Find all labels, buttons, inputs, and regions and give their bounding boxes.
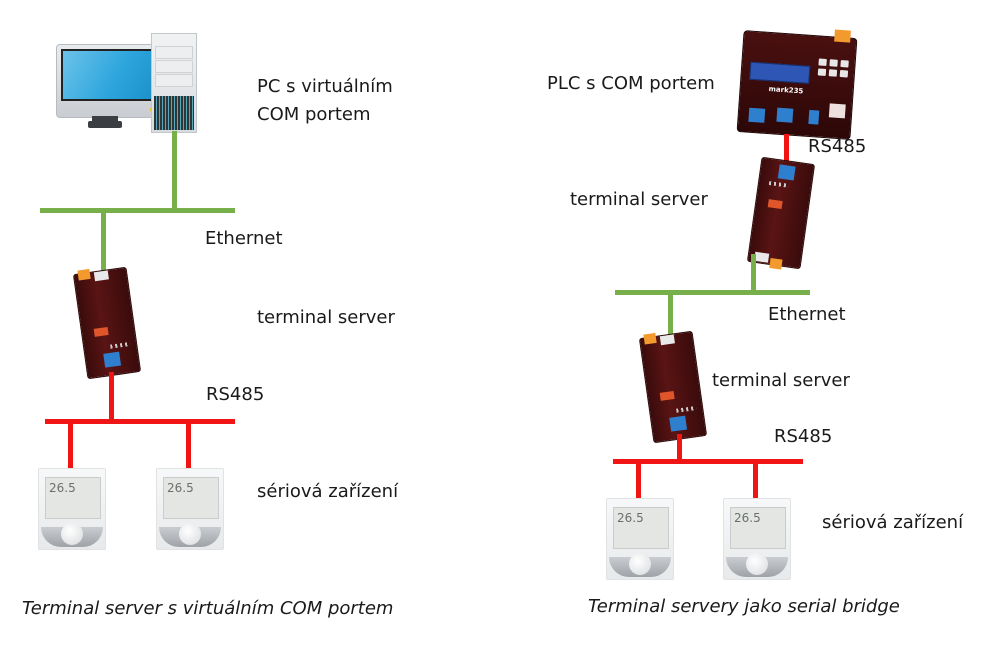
pc-monitor bbox=[56, 44, 164, 118]
thermostat-display: 26.5 bbox=[734, 511, 761, 525]
pc-screen bbox=[61, 49, 159, 101]
rs485-bus bbox=[45, 419, 235, 424]
serial-device-thermostat: 26.5 bbox=[38, 468, 106, 550]
rs485-top-label: RS485 bbox=[808, 136, 867, 157]
ethernet-link-bottom-terminal-server bbox=[668, 292, 673, 338]
serial-device-thermostat: 26.5 bbox=[723, 498, 791, 580]
thermostat-display: 26.5 bbox=[49, 481, 76, 495]
ethernet-bus-right bbox=[615, 290, 810, 295]
thermostat-knob bbox=[61, 523, 83, 545]
terminal-server-top-label: terminal server bbox=[570, 189, 708, 210]
rs485-link-bottom-terminal-server bbox=[677, 434, 682, 462]
terminal-server-bottom-icon bbox=[638, 330, 708, 444]
thermostat-display: 26.5 bbox=[617, 511, 644, 525]
pc-label-line2: COM portem bbox=[257, 104, 371, 125]
terminal-server-top-icon bbox=[746, 156, 816, 270]
rs485-bottom-label: RS485 bbox=[774, 426, 833, 447]
pc-label-line1: PC s virtuálním bbox=[257, 76, 393, 97]
pc-tower bbox=[151, 33, 197, 133]
plc-icon: mark235 bbox=[736, 29, 858, 140]
ethernet-label: Ethernet bbox=[205, 228, 283, 249]
thermostat-knob bbox=[179, 523, 201, 545]
thermostat-display: 26.5 bbox=[167, 481, 194, 495]
rs485-bus-right bbox=[613, 459, 803, 464]
terminal-server-icon bbox=[72, 266, 142, 380]
right-caption: Terminal servery jako serial bridge bbox=[588, 596, 900, 617]
rs485-link-device-3 bbox=[636, 461, 641, 499]
serial-devices-label-right: sériová zařízení bbox=[822, 512, 964, 533]
ethernet-link-top-terminal-server bbox=[751, 254, 756, 294]
rs485-link-plc bbox=[784, 134, 789, 164]
terminal-server-label: terminal server bbox=[257, 307, 395, 328]
pc-tower-grill bbox=[154, 96, 194, 130]
serial-device-thermostat: 26.5 bbox=[156, 468, 224, 550]
thermostat-knob bbox=[746, 553, 768, 575]
ethernet-bus bbox=[40, 208, 235, 213]
left-caption: Terminal server s virtuálním COM portem bbox=[22, 598, 394, 619]
plc-brand: mark235 bbox=[768, 85, 804, 96]
rs485-label: RS485 bbox=[206, 384, 265, 405]
rs485-link-device-4 bbox=[753, 461, 758, 499]
pc-monitor-base bbox=[88, 121, 122, 128]
plc-label: PLC s COM portem bbox=[547, 73, 715, 94]
rs485-link-device-2 bbox=[186, 421, 191, 469]
rs485-link-terminal-server bbox=[109, 372, 114, 422]
ethernet-link-terminal-server bbox=[101, 210, 106, 272]
terminal-server-bottom-label: terminal server bbox=[712, 370, 850, 391]
serial-device-thermostat: 26.5 bbox=[606, 498, 674, 580]
plc-lcd bbox=[749, 61, 811, 84]
rs485-link-device-1 bbox=[68, 421, 73, 469]
thermostat-knob bbox=[629, 553, 651, 575]
ethernet-link-pc bbox=[172, 131, 177, 211]
pc-monitor-stand bbox=[92, 116, 118, 121]
serial-devices-label: sériová zařízení bbox=[257, 481, 399, 502]
ethernet-label-right: Ethernet bbox=[768, 304, 846, 325]
